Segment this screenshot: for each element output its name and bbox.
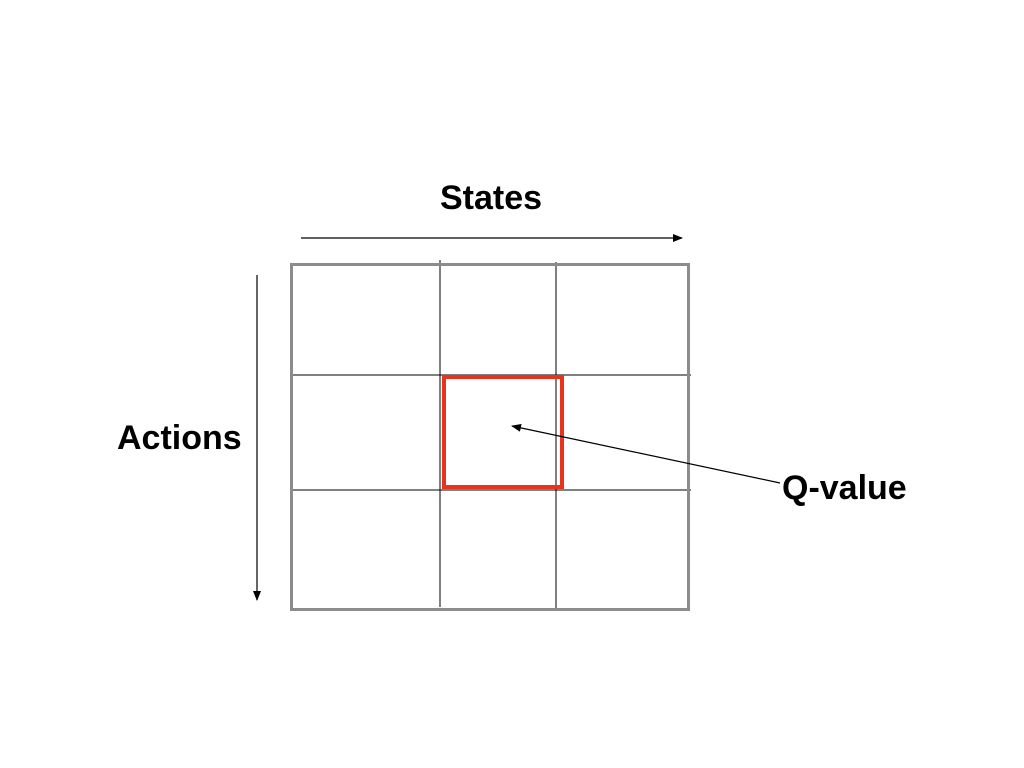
states-axis-label: States <box>440 179 543 217</box>
q-table-border <box>290 263 690 611</box>
q-value-label: Q-value <box>782 469 907 507</box>
grid-lines <box>290 260 691 610</box>
highlighted-q-cell <box>442 375 564 489</box>
q-value-pointer-arrow <box>511 423 781 484</box>
actions-axis-label: Actions <box>117 419 242 457</box>
